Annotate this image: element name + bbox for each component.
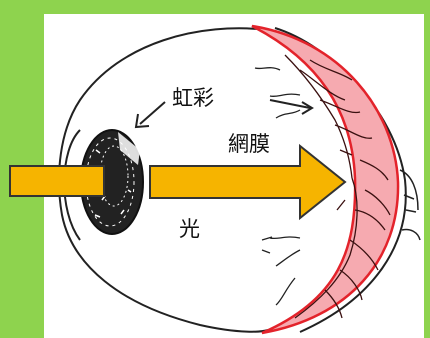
- eye-veins: [254, 67, 301, 306]
- light-arrow: [9, 143, 347, 221]
- label-light: 光: [179, 217, 200, 241]
- iris-pointer: [134, 101, 166, 129]
- retina-crescent: [251, 24, 400, 335]
- lens: [80, 129, 144, 235]
- optic-nerve: [399, 169, 421, 241]
- retina-pointer: [269, 99, 314, 115]
- eyeball-outline: [58, 27, 269, 333]
- label-iris: 虹彩: [172, 86, 214, 110]
- label-retina: 網膜: [228, 132, 270, 156]
